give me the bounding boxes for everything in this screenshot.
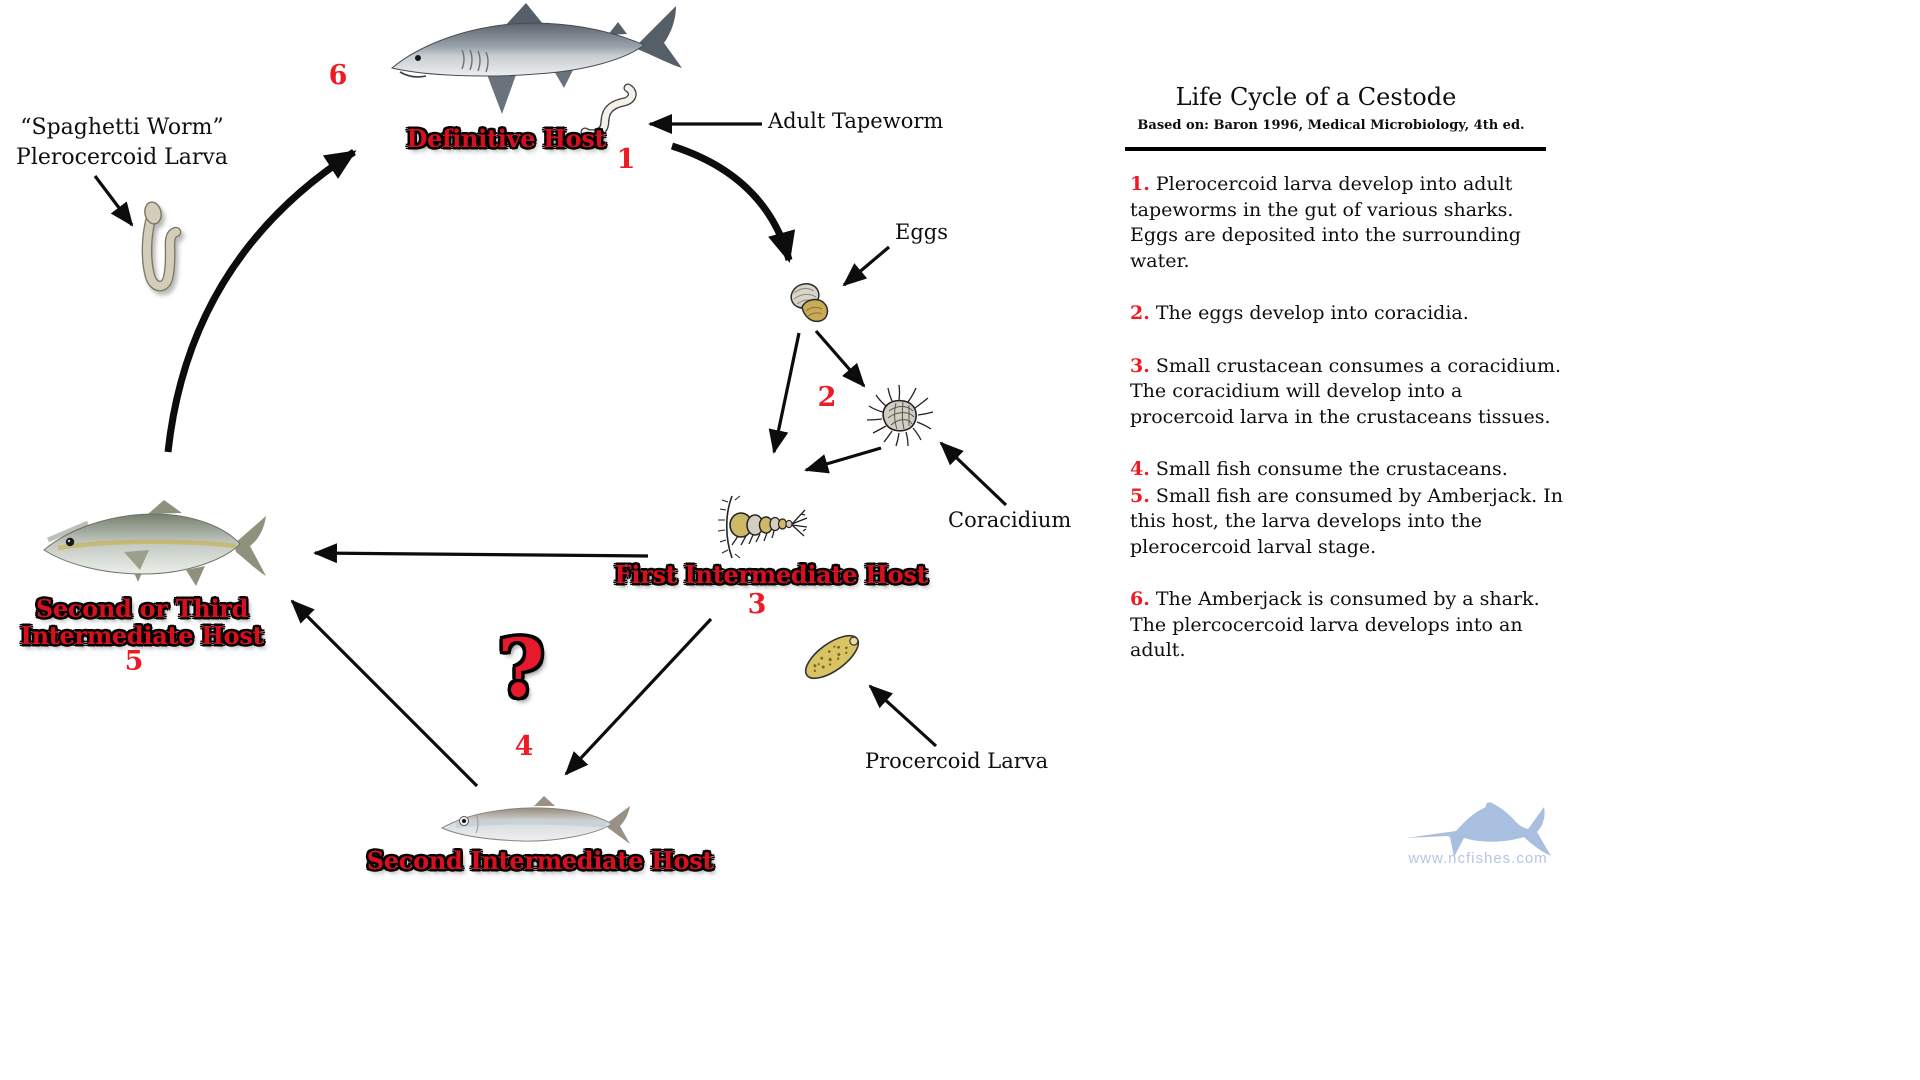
amberjack-image [43, 500, 266, 586]
arrow-shark-to-eggs [670, 142, 796, 263]
panel-step-6: 6. The Amberjack is consumed by a shark.… [1130, 587, 1566, 664]
shark-image [390, 3, 682, 114]
arrow-first-host-to-second-host [564, 617, 713, 776]
unknown-step-question-mark: ? [497, 621, 545, 715]
plerocercoid-larva-image [141, 201, 182, 292]
eggs-label: Eggs [895, 220, 948, 244]
arrow-amberjack-to-shark [164, 149, 357, 453]
arrow-coracidium-to-first-host [804, 446, 882, 474]
panel-step-5-text: Small fish are consumed by Amberjack. In… [1130, 484, 1563, 558]
panel-step-4: 4. Small fish consume the crustaceans. [1130, 457, 1566, 483]
panel-step-3: 3. Small crustacean consumes a coracidiu… [1130, 354, 1566, 431]
second-or-third-host-label-line1: Second or Third [35, 594, 249, 623]
copepod-image [717, 495, 808, 559]
arrow-label-to-procercoid-larva [868, 684, 938, 748]
step-number-4: 4 [514, 731, 534, 762]
panel-step-6-number: 6. [1130, 588, 1150, 610]
panel-step-list: 1. Plerocercoid larva develop into adult… [1130, 172, 1566, 691]
panel-step-4-number: 4. [1130, 458, 1150, 480]
arrow-first-host-to-amberjack [313, 543, 649, 564]
procercoid-larva-label: Procercoid Larva [865, 749, 1049, 773]
panel-step-5-number: 5. [1130, 484, 1150, 507]
arrow-second-host-to-amberjack [290, 599, 479, 788]
panel-title: Life Cycle of a Cestode [1175, 83, 1457, 111]
panel-step-3-text: Small crustacean consumes a coracidium. … [1130, 354, 1562, 428]
arrow-label-to-coracidium [939, 441, 1008, 507]
ncfishes-marlin-logo-icon [1406, 802, 1551, 857]
panel-step-1-number: 1. [1130, 173, 1150, 195]
step-number-1: 1 [616, 144, 636, 175]
panel-step-2-text: The eggs develop into coracidia. [1149, 302, 1469, 324]
arrow-label-to-eggs [842, 245, 891, 287]
panel-step-3-number: 3. [1130, 354, 1150, 377]
eggs-image [790, 283, 829, 323]
step-number-3: 3 [747, 589, 767, 620]
panel-step-5: 5. Small fish are consumed by Amberjack.… [1130, 484, 1566, 561]
step-number-6: 6 [328, 60, 348, 91]
anchovy-image [440, 796, 630, 844]
panel-step-4-text: Small fish consume the crustaceans. [1149, 458, 1508, 480]
procercoid-larva-image [804, 634, 860, 680]
adult-tapeworm-image [580, 83, 637, 139]
panel-divider [1125, 147, 1546, 151]
adult-tapeworm-label: Adult Tapeworm [768, 109, 944, 133]
step-number-2: 2 [817, 382, 837, 413]
arrow-eggs-to-first-host [768, 332, 801, 454]
spaghetti-worm-label-line1: “Spaghetti Worm” [20, 115, 224, 140]
panel-step-2: 2. The eggs develop into coracidia. [1130, 301, 1566, 327]
panel-step-2-number: 2. [1130, 302, 1150, 324]
panel-step-1-text: Plerocercoid larva develop into adult ta… [1130, 173, 1521, 272]
panel-subtitle: Based on: Baron 1996, Medical Microbiolo… [1137, 118, 1525, 133]
spaghetti-worm-label-line2: Plerocercoid Larva [16, 145, 228, 170]
arrow-label-to-plerocercoid-larva [93, 175, 134, 227]
second-or-third-host-label-line2: Intermediate Host [20, 621, 264, 650]
second-intermediate-host-label: Second Intermediate Host [366, 846, 714, 875]
step-number-5: 5 [124, 646, 144, 677]
panel-step-1: 1. Plerocercoid larva develop into adult… [1130, 172, 1566, 274]
panel-step-6-text: The Amberjack is consumed by a shark. Th… [1130, 588, 1540, 661]
ncfishes-url-text: www.ncfishes.com [1408, 850, 1548, 867]
coracidium-image [866, 384, 934, 447]
first-intermediate-host-label: First Intermediate Host [614, 560, 928, 589]
arrow-eggs-to-coracidium [814, 329, 866, 388]
definitive-host-label: Definitive Host [406, 124, 606, 153]
coracidium-label: Coracidium [948, 508, 1072, 532]
